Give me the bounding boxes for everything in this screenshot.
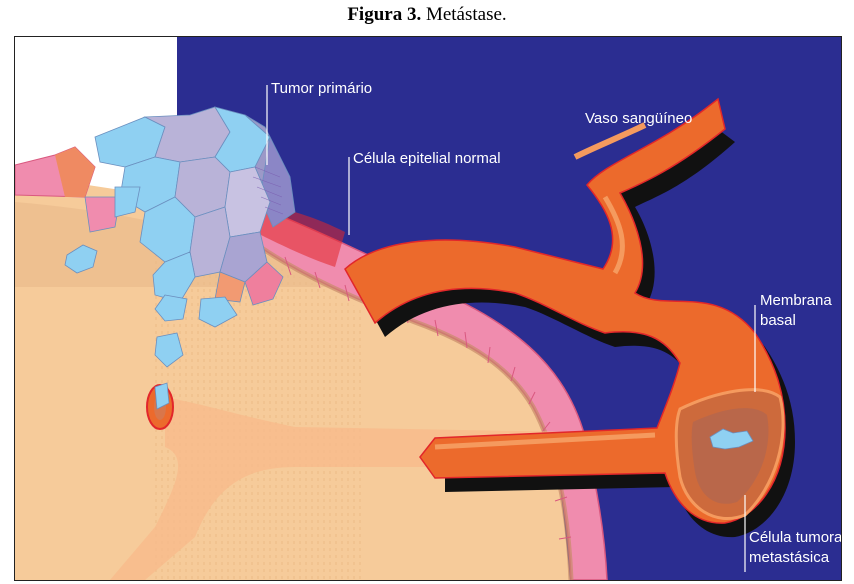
label-basement-membrane-1: Membrana xyxy=(760,292,832,309)
label-metastatic-cell-1: Célula tumoral xyxy=(749,529,841,546)
figure-caption: Figura 3. Metástase. xyxy=(0,4,854,26)
metastasis-illustration: Tumor primário Célula epitelial normal V… xyxy=(15,37,841,580)
label-blood-vessel: Vaso sangüíneo xyxy=(585,110,692,127)
illustration-frame: Tumor primário Célula epitelial normal V… xyxy=(14,36,842,581)
label-normal-epithelial-cell: Célula epitelial normal xyxy=(353,150,501,167)
figure-number: Figura 3. xyxy=(347,4,421,25)
figure-title: Metástase. xyxy=(426,4,507,25)
label-metastatic-cell-2: metastásica xyxy=(749,549,830,566)
label-basement-membrane-2: basal xyxy=(760,312,796,329)
label-primary-tumor: Tumor primário xyxy=(271,80,372,97)
